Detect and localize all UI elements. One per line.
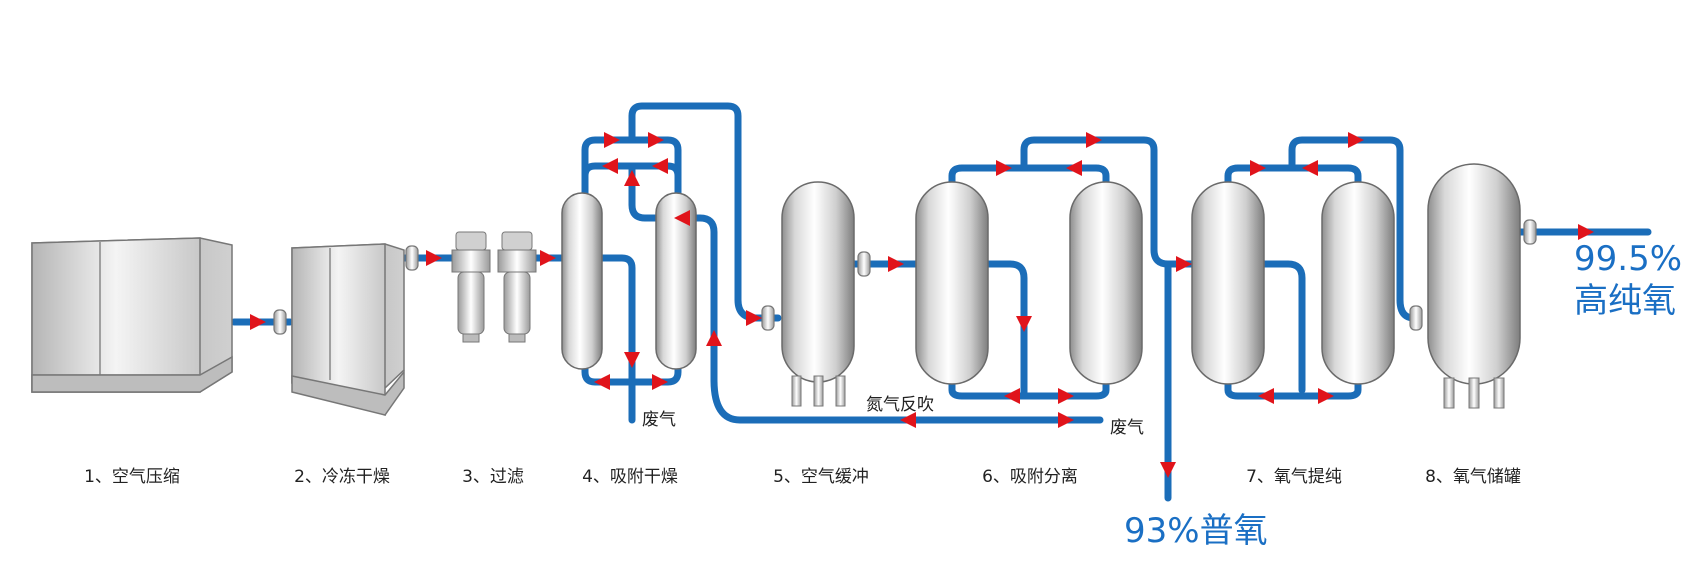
purifier-tank-a [1191,181,1265,385]
oxygen-storage-tank [1427,163,1521,409]
pipe-to-purifier [1164,260,1306,394]
pipe-buffer-to-separator [846,260,1028,400]
arrow-right-icon [1348,132,1364,148]
stage-label-refrigerated-drying: 2、冷冻干燥 [294,467,390,487]
arrow-right-icon [652,374,668,390]
air-buffer-tank [781,181,855,407]
pipe-separator-top-loop-2 [1020,136,1172,268]
arrow-down-icon [1016,316,1032,332]
arrow-down-icon [1160,462,1176,478]
pipe-dry-air-out [628,102,782,322]
adsorption-dryer-tank-a [561,192,603,370]
stage-label-air-buffer: 5、空气缓冲 [773,467,869,487]
arrow-right-icon [648,132,664,148]
valve-icon [405,245,419,271]
arrow-left-icon [1004,388,1020,404]
arrow-left-icon [602,158,618,174]
filter-unit [451,231,537,343]
arrow-right-icon [996,160,1012,176]
purifier-tank-b [1321,181,1395,385]
refrigerated-dryer [291,243,405,417]
valve-icon [761,305,775,331]
pipe-network [230,102,1652,502]
arrow-left-icon [900,412,916,428]
separator-tank-b [1069,181,1143,385]
waste-gas-note: 废气 [642,410,676,430]
arrow-left-icon [1258,388,1274,404]
arrow-up-icon [706,330,722,346]
arrow-left-icon [674,210,690,226]
high-purity-oxygen-output-line1: 99.5% [1574,239,1683,279]
arrow-left-icon [594,374,610,390]
arrow-right-icon [746,310,762,326]
standard-oxygen-output: 93%普氧 [1124,511,1268,551]
pipe-purifier-top-loop-2 [1288,136,1418,322]
valve-icon [273,309,287,335]
pipe-separator-top-loop [948,164,1110,186]
stage-label-filtration: 3、过滤 [462,467,524,487]
arrow-left-icon [1302,160,1318,176]
stage-label-adsorption-separation: 6、吸附分离 [982,467,1078,487]
waste-gas-note-2: 废气 [1110,418,1144,438]
valve-icon [1409,305,1423,331]
arrow-left-icon [1066,160,1082,176]
stage-label-oxygen-purification: 7、氧气提纯 [1246,467,1342,487]
pipe-separator-bottom-loop [948,380,1110,400]
arrow-down-icon [624,352,640,368]
stage-label-oxygen-storage: 8、氧气储罐 [1425,467,1521,487]
arrow-right-icon [604,132,620,148]
pipe-adsorber-crossover [628,162,1104,424]
arrow-left-icon [652,158,668,174]
stage-label-compression: 1、空气压缩 [84,467,180,487]
pipe-purifier-bottom-loop [1224,380,1362,400]
arrow-up-icon [624,170,640,186]
flow-arrows [250,132,1594,478]
arrow-right-icon [888,256,904,272]
valve-icon [857,251,871,277]
pipe-adsorber-inlet [556,254,636,374]
arrow-right-icon [1058,388,1074,404]
air-compressor [31,237,233,393]
nitrogen-backflush-note: 氮气反吹 [866,395,934,415]
pipe-adsorber-bottom-loop [581,358,682,386]
adsorption-dryer-tank-b [655,192,697,370]
arrow-right-icon [1058,412,1074,428]
separator-tank-a [915,181,989,385]
high-purity-oxygen-output-line2: 高纯氧 [1574,281,1676,321]
arrow-right-icon [250,314,266,330]
arrow-right-icon [1086,132,1102,148]
valve-icon [1523,219,1537,245]
arrow-right-icon [1176,256,1192,272]
arrow-right-icon [1318,388,1334,404]
valves [273,219,1537,335]
arrow-right-icon [1250,160,1266,176]
arrow-right-icon [1578,224,1594,240]
arrow-right-icon [540,250,556,266]
stage-label-adsorption-drying: 4、吸附干燥 [582,467,678,487]
arrow-right-icon [426,250,442,266]
